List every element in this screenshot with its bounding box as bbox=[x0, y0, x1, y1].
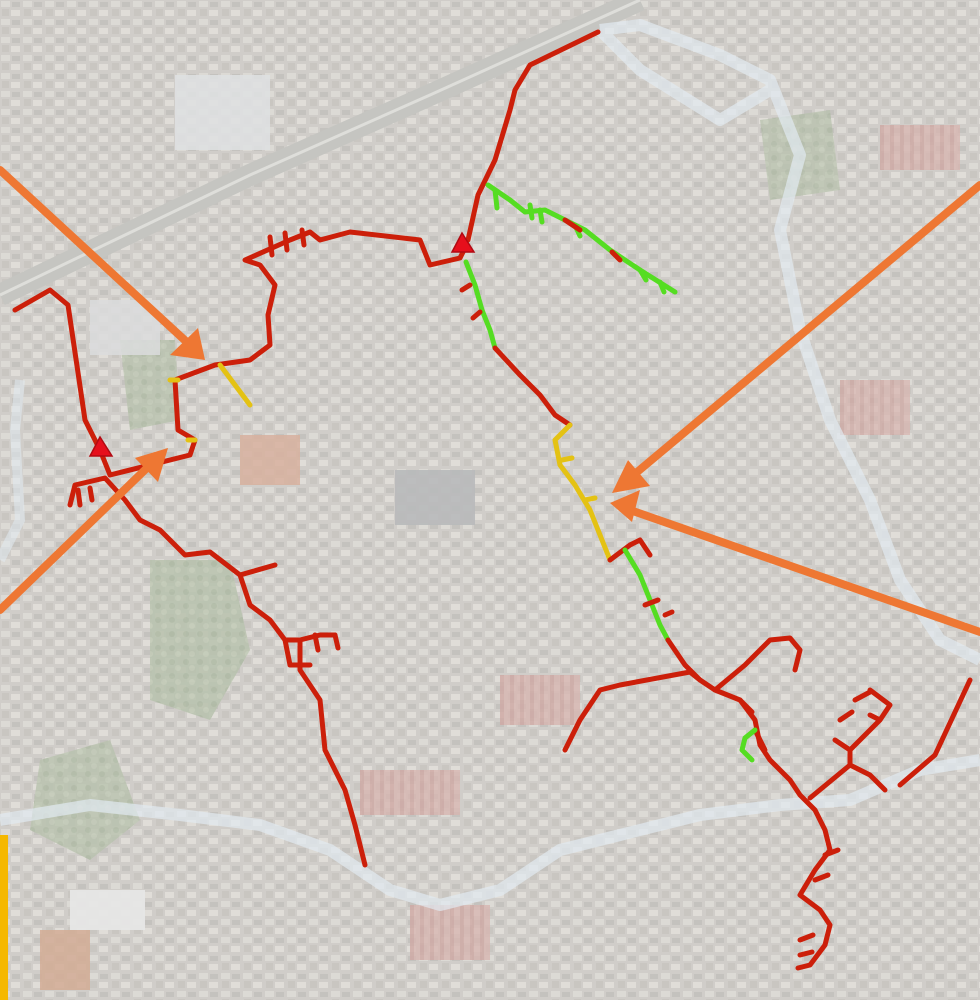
pipe-critical bbox=[75, 485, 341, 653]
pipe-critical bbox=[712, 635, 803, 693]
green-area-north bbox=[120, 340, 180, 430]
arrow-head-icon bbox=[610, 490, 640, 522]
arrow-head-icon bbox=[170, 328, 205, 360]
pipe-ok bbox=[739, 727, 758, 763]
pipe-critical bbox=[737, 689, 873, 958]
triangle-marker-icon[interactable] bbox=[450, 231, 476, 253]
pipe-critical bbox=[607, 537, 653, 563]
industrial-block bbox=[70, 890, 145, 930]
edge-accent-bar bbox=[0, 835, 8, 1000]
pipe-warning bbox=[559, 455, 598, 503]
dirt-lot bbox=[240, 435, 300, 485]
pipe-critical bbox=[642, 597, 675, 618]
industrial-block bbox=[395, 470, 475, 525]
pipe-critical bbox=[665, 637, 833, 971]
pipe-critical bbox=[562, 217, 623, 263]
arrow-top-left bbox=[0, 166, 205, 360]
pipe-warning bbox=[167, 377, 198, 443]
district-boundary bbox=[0, 19, 980, 911]
pipe-network bbox=[12, 29, 973, 971]
pipe-ok bbox=[622, 547, 671, 643]
residential-cluster bbox=[410, 905, 490, 960]
pipe-critical bbox=[807, 677, 973, 801]
industrial-block bbox=[175, 75, 270, 150]
annotation-arrows bbox=[0, 166, 980, 636]
residential-cluster bbox=[500, 675, 580, 725]
pipe-warning bbox=[552, 422, 613, 563]
residential-cluster bbox=[840, 380, 910, 435]
pipe-warning bbox=[217, 362, 253, 408]
arrow-head-icon bbox=[612, 460, 650, 493]
pipe-critical bbox=[267, 227, 307, 258]
arrow-head-icon bbox=[135, 448, 168, 482]
residential-cluster bbox=[360, 770, 460, 815]
pipe-critical bbox=[459, 282, 573, 428]
pipe-ok bbox=[463, 259, 498, 351]
highway-lane bbox=[0, 0, 641, 297]
arrow-bottom-left bbox=[0, 448, 168, 614]
residential-cluster bbox=[880, 125, 960, 170]
pipe-critical bbox=[562, 669, 703, 753]
district-boundary-left bbox=[0, 379, 26, 563]
arrow-bottom-right bbox=[610, 490, 980, 636]
arrow-top-right bbox=[612, 181, 980, 493]
green-area-west bbox=[150, 560, 250, 720]
pipe-critical bbox=[67, 475, 368, 868]
triangle-marker-icon[interactable] bbox=[88, 435, 114, 457]
pipe-critical bbox=[465, 29, 601, 243]
dirt-lot bbox=[40, 930, 90, 990]
